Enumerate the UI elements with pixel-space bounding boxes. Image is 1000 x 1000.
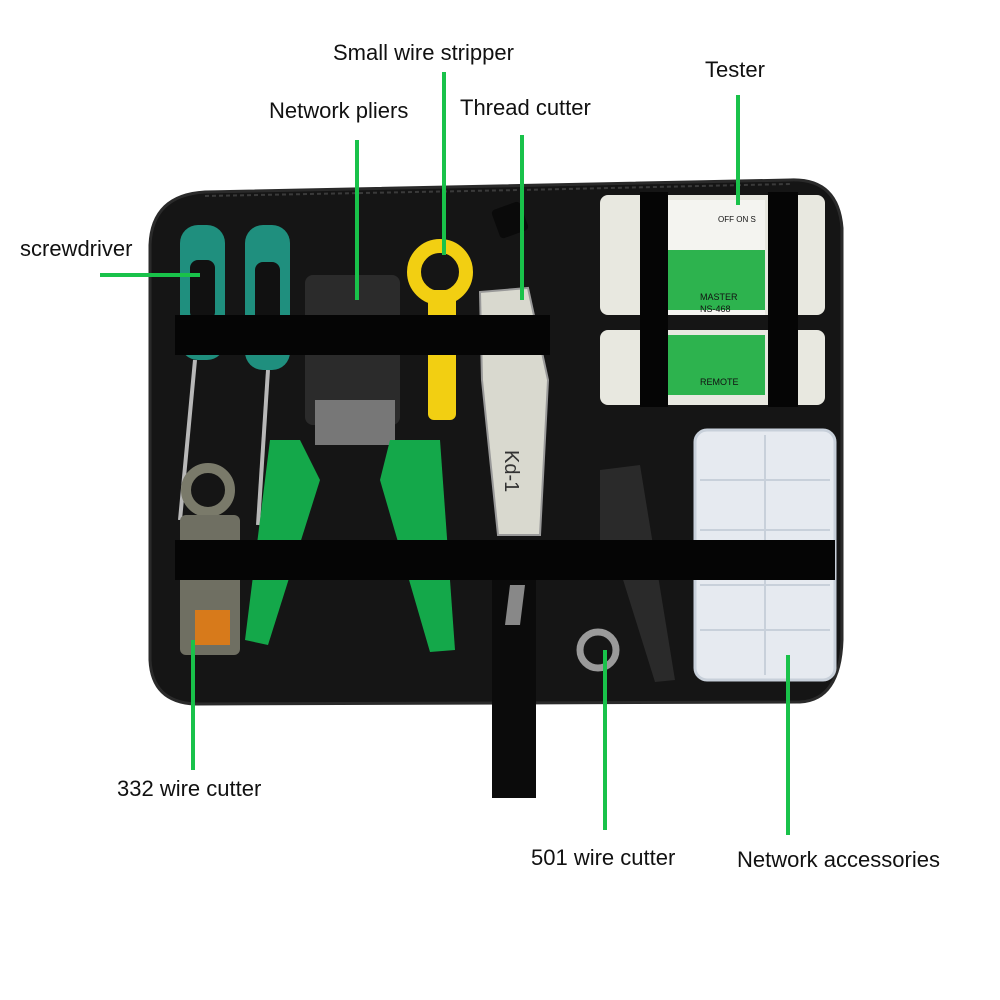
- label-tester: Tester: [705, 57, 765, 82]
- bag-straps: [175, 192, 835, 580]
- label-small-wire-stripper: Small wire stripper: [333, 40, 514, 65]
- label-network-accessories: Network accessories: [737, 847, 940, 872]
- label-501-wire-cutter: 501 wire cutter: [531, 845, 676, 870]
- label-332-wire-cutter: 332 wire cutter: [117, 776, 262, 801]
- callout-lines: [100, 72, 790, 835]
- label-network-pliers: Network pliers: [269, 98, 409, 123]
- thread-cutter-text: Kd-1: [500, 450, 522, 492]
- tester-remote-text: REMOTE: [700, 377, 739, 387]
- label-thread-cutter: Thread cutter: [460, 95, 591, 120]
- zipper-pull: [491, 201, 529, 239]
- tester-master-text: MASTER: [700, 292, 738, 302]
- label-screwdriver: screwdriver: [20, 236, 133, 261]
- tester-brand-text: NS-468: [700, 304, 731, 314]
- tester-power-text: OFF ON S: [718, 215, 756, 224]
